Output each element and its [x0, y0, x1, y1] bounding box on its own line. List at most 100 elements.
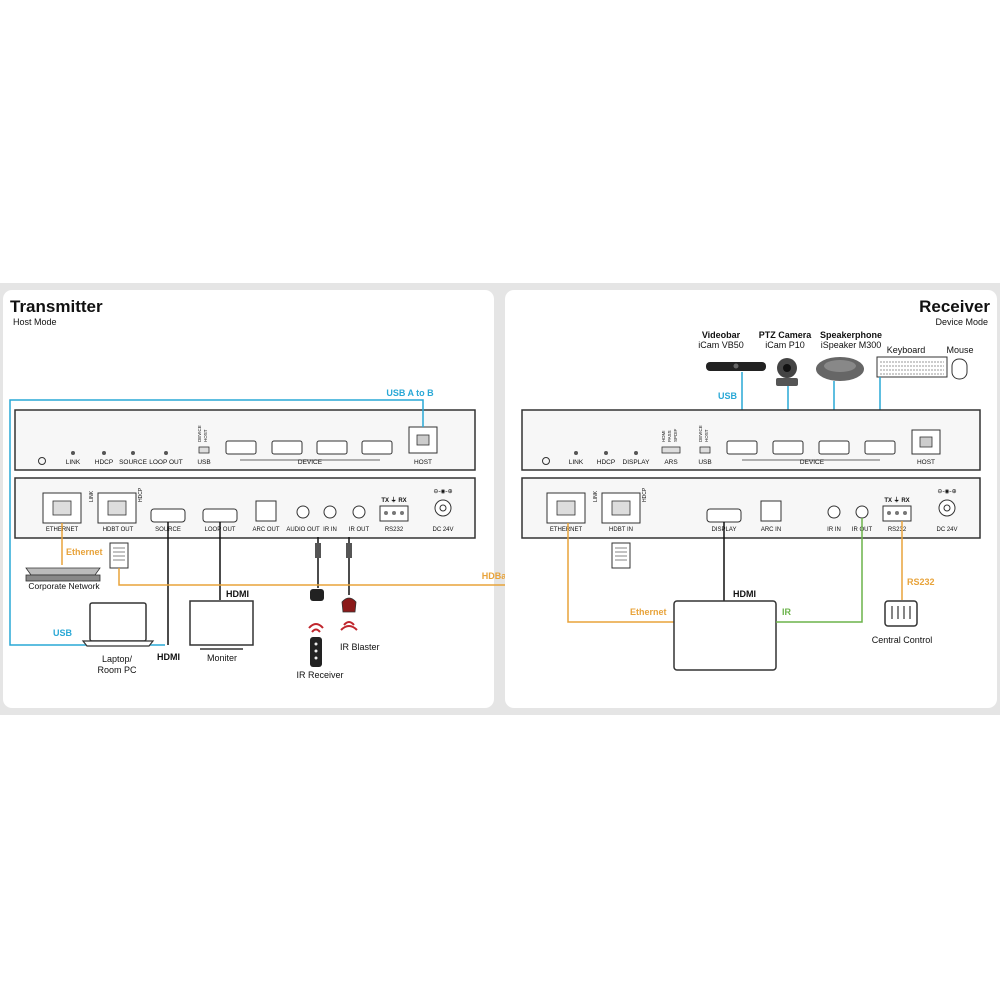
usb-device-port-3[interactable] — [818, 440, 850, 455]
usb-switch-host-label: HOST — [203, 429, 208, 442]
indicator-hdcp: HDCP — [95, 459, 113, 466]
source-hdmi-port[interactable] — [150, 508, 186, 523]
central-control-body — [884, 600, 918, 627]
corporate-network-label: Corporate Network — [28, 581, 100, 591]
rs232-pin-labels: TX ⏚ RX — [884, 497, 909, 504]
rj45-socket-icon — [611, 500, 631, 516]
dc-polarity-icon: ⊖-◉-⊕ — [937, 489, 956, 495]
ir-in-label: IR IN — [827, 527, 841, 533]
ir-out-jack[interactable] — [352, 505, 366, 519]
remote-control-icon — [308, 623, 324, 667]
transmitter-title: Transmitter — [10, 297, 103, 316]
link-led — [71, 451, 75, 455]
rs232-label: RS232 — [888, 527, 907, 533]
link-label: LINK — [593, 490, 599, 502]
arc-in-label: ARC IN — [761, 527, 781, 533]
laptop-label-line1: Laptop/ — [102, 654, 133, 664]
arc-in-port[interactable] — [760, 500, 782, 522]
arc-out-port[interactable] — [255, 500, 277, 522]
display-hdmi-port[interactable] — [706, 508, 742, 523]
remote-button-icon — [314, 642, 318, 646]
receiver-top-panel-frame — [521, 409, 981, 471]
hdbaset-label: HDBase T — [482, 571, 525, 581]
hdbt-in-label: HDBT IN — [609, 527, 633, 533]
videobar-model: iCam VB50 — [698, 340, 744, 350]
monitor-icon — [189, 600, 254, 650]
mouse-icon — [951, 358, 968, 380]
usb-mode-switch[interactable] — [198, 446, 210, 454]
ptz-camera-name: PTZ Camera — [759, 330, 813, 340]
network-switch-icon — [25, 567, 101, 582]
ir-in-jack[interactable] — [827, 505, 841, 519]
terminal-screw-icon — [903, 511, 907, 515]
ars-option-pass: PASS — [667, 430, 672, 442]
ir-signal-icon — [308, 623, 324, 629]
ir-in-jack[interactable] — [323, 505, 337, 519]
ir-receiver-head-icon — [310, 589, 324, 601]
hdbaset-cable-tx — [118, 568, 160, 586]
remote-button-icon — [314, 649, 318, 653]
hdcp-label: HDCP — [138, 487, 144, 502]
ir-out-label: IR OUT — [349, 527, 370, 533]
ir-receiver-cable — [310, 537, 324, 601]
power-icon — [38, 457, 46, 465]
terminal-screw-icon — [400, 511, 404, 515]
dc-label: DC 24V — [936, 527, 957, 533]
indicator-source: SOURCE — [119, 459, 147, 466]
usb-device-port-2[interactable] — [271, 440, 303, 455]
loop-out-hdmi-port[interactable] — [202, 508, 238, 523]
usb-device-port-2[interactable] — [772, 440, 804, 455]
hdbt-out-label: HDBT OUT — [103, 527, 134, 533]
transmitter-rear-panel: ETHERNET LINK HDCP HDBT OUT SOURCE LOOP … — [14, 477, 476, 539]
ir-blaster-signal-icon — [340, 625, 358, 631]
receiver-top-panel: LINK HDCP DISPLAY HDMI PASS SPDIF ARS DE… — [521, 409, 981, 471]
indicator-hdcp: HDCP — [597, 459, 615, 466]
usb-b-socket-icon — [919, 436, 933, 448]
hdcp-led — [102, 451, 106, 455]
rs232-label: RS232 — [385, 527, 404, 533]
usb-peripherals-label: USB — [718, 391, 738, 401]
rj45-plug-body — [109, 542, 129, 569]
dc-pin-icon — [439, 504, 447, 512]
ir-receiver-label: IR Receiver — [296, 670, 343, 680]
usb-device-port-4[interactable] — [864, 440, 896, 455]
switch-front-icon — [25, 574, 101, 582]
rj45-plug-icon — [611, 542, 631, 569]
receiver-card: Receiver Device Mode Videobar iCam VB50 … — [505, 290, 997, 708]
usb-device-port-4[interactable] — [361, 440, 393, 455]
laptop-icon — [81, 602, 155, 647]
receiver-title: Receiver — [919, 297, 990, 316]
terminal-screw-icon — [887, 511, 891, 515]
usb-mode-switch[interactable] — [699, 446, 711, 454]
usb-device-port-1[interactable] — [726, 440, 758, 455]
source-led — [131, 451, 135, 455]
ars-option-spdif: SPDIF — [673, 428, 678, 442]
keyboard-icon — [876, 356, 948, 378]
indicator-loop-out: LOOP OUT — [149, 459, 183, 466]
ir-blaster-label: IR Blaster — [340, 642, 380, 652]
ars-switch[interactable] — [661, 446, 681, 454]
ethernet-cable-label: Ethernet — [66, 547, 103, 557]
dc-polarity-icon: ⊖-◉-⊕ — [433, 489, 452, 495]
audio-out-jack[interactable] — [296, 505, 310, 519]
remote-button-icon — [314, 656, 318, 660]
transmitter-card: Transmitter Host Mode LINK HDCP SOURCE L… — [3, 290, 494, 708]
jack-plug-icon — [346, 543, 352, 558]
receiver-rs232-label: RS232 — [907, 577, 935, 587]
power-icon — [542, 457, 550, 465]
usb-device-port-3[interactable] — [316, 440, 348, 455]
terminal-screw-icon — [384, 511, 388, 515]
videobar-lens — [733, 363, 739, 369]
ethernet-label: ETHERNET — [550, 527, 583, 533]
hdcp-led — [604, 451, 608, 455]
laptop-label-line2: Room PC — [97, 665, 137, 675]
audio-out-label: AUDIO OUT — [286, 527, 320, 533]
hdmi-monitor-label: HDMI — [226, 589, 249, 599]
central-control-icon — [884, 600, 918, 627]
ir-out-jack[interactable] — [855, 505, 869, 519]
receiver-ir-label: IR — [782, 607, 792, 617]
transmitter-top-panel-frame — [14, 409, 476, 471]
usb-device-port-1[interactable] — [225, 440, 257, 455]
ptz-camera-icon — [776, 358, 798, 386]
